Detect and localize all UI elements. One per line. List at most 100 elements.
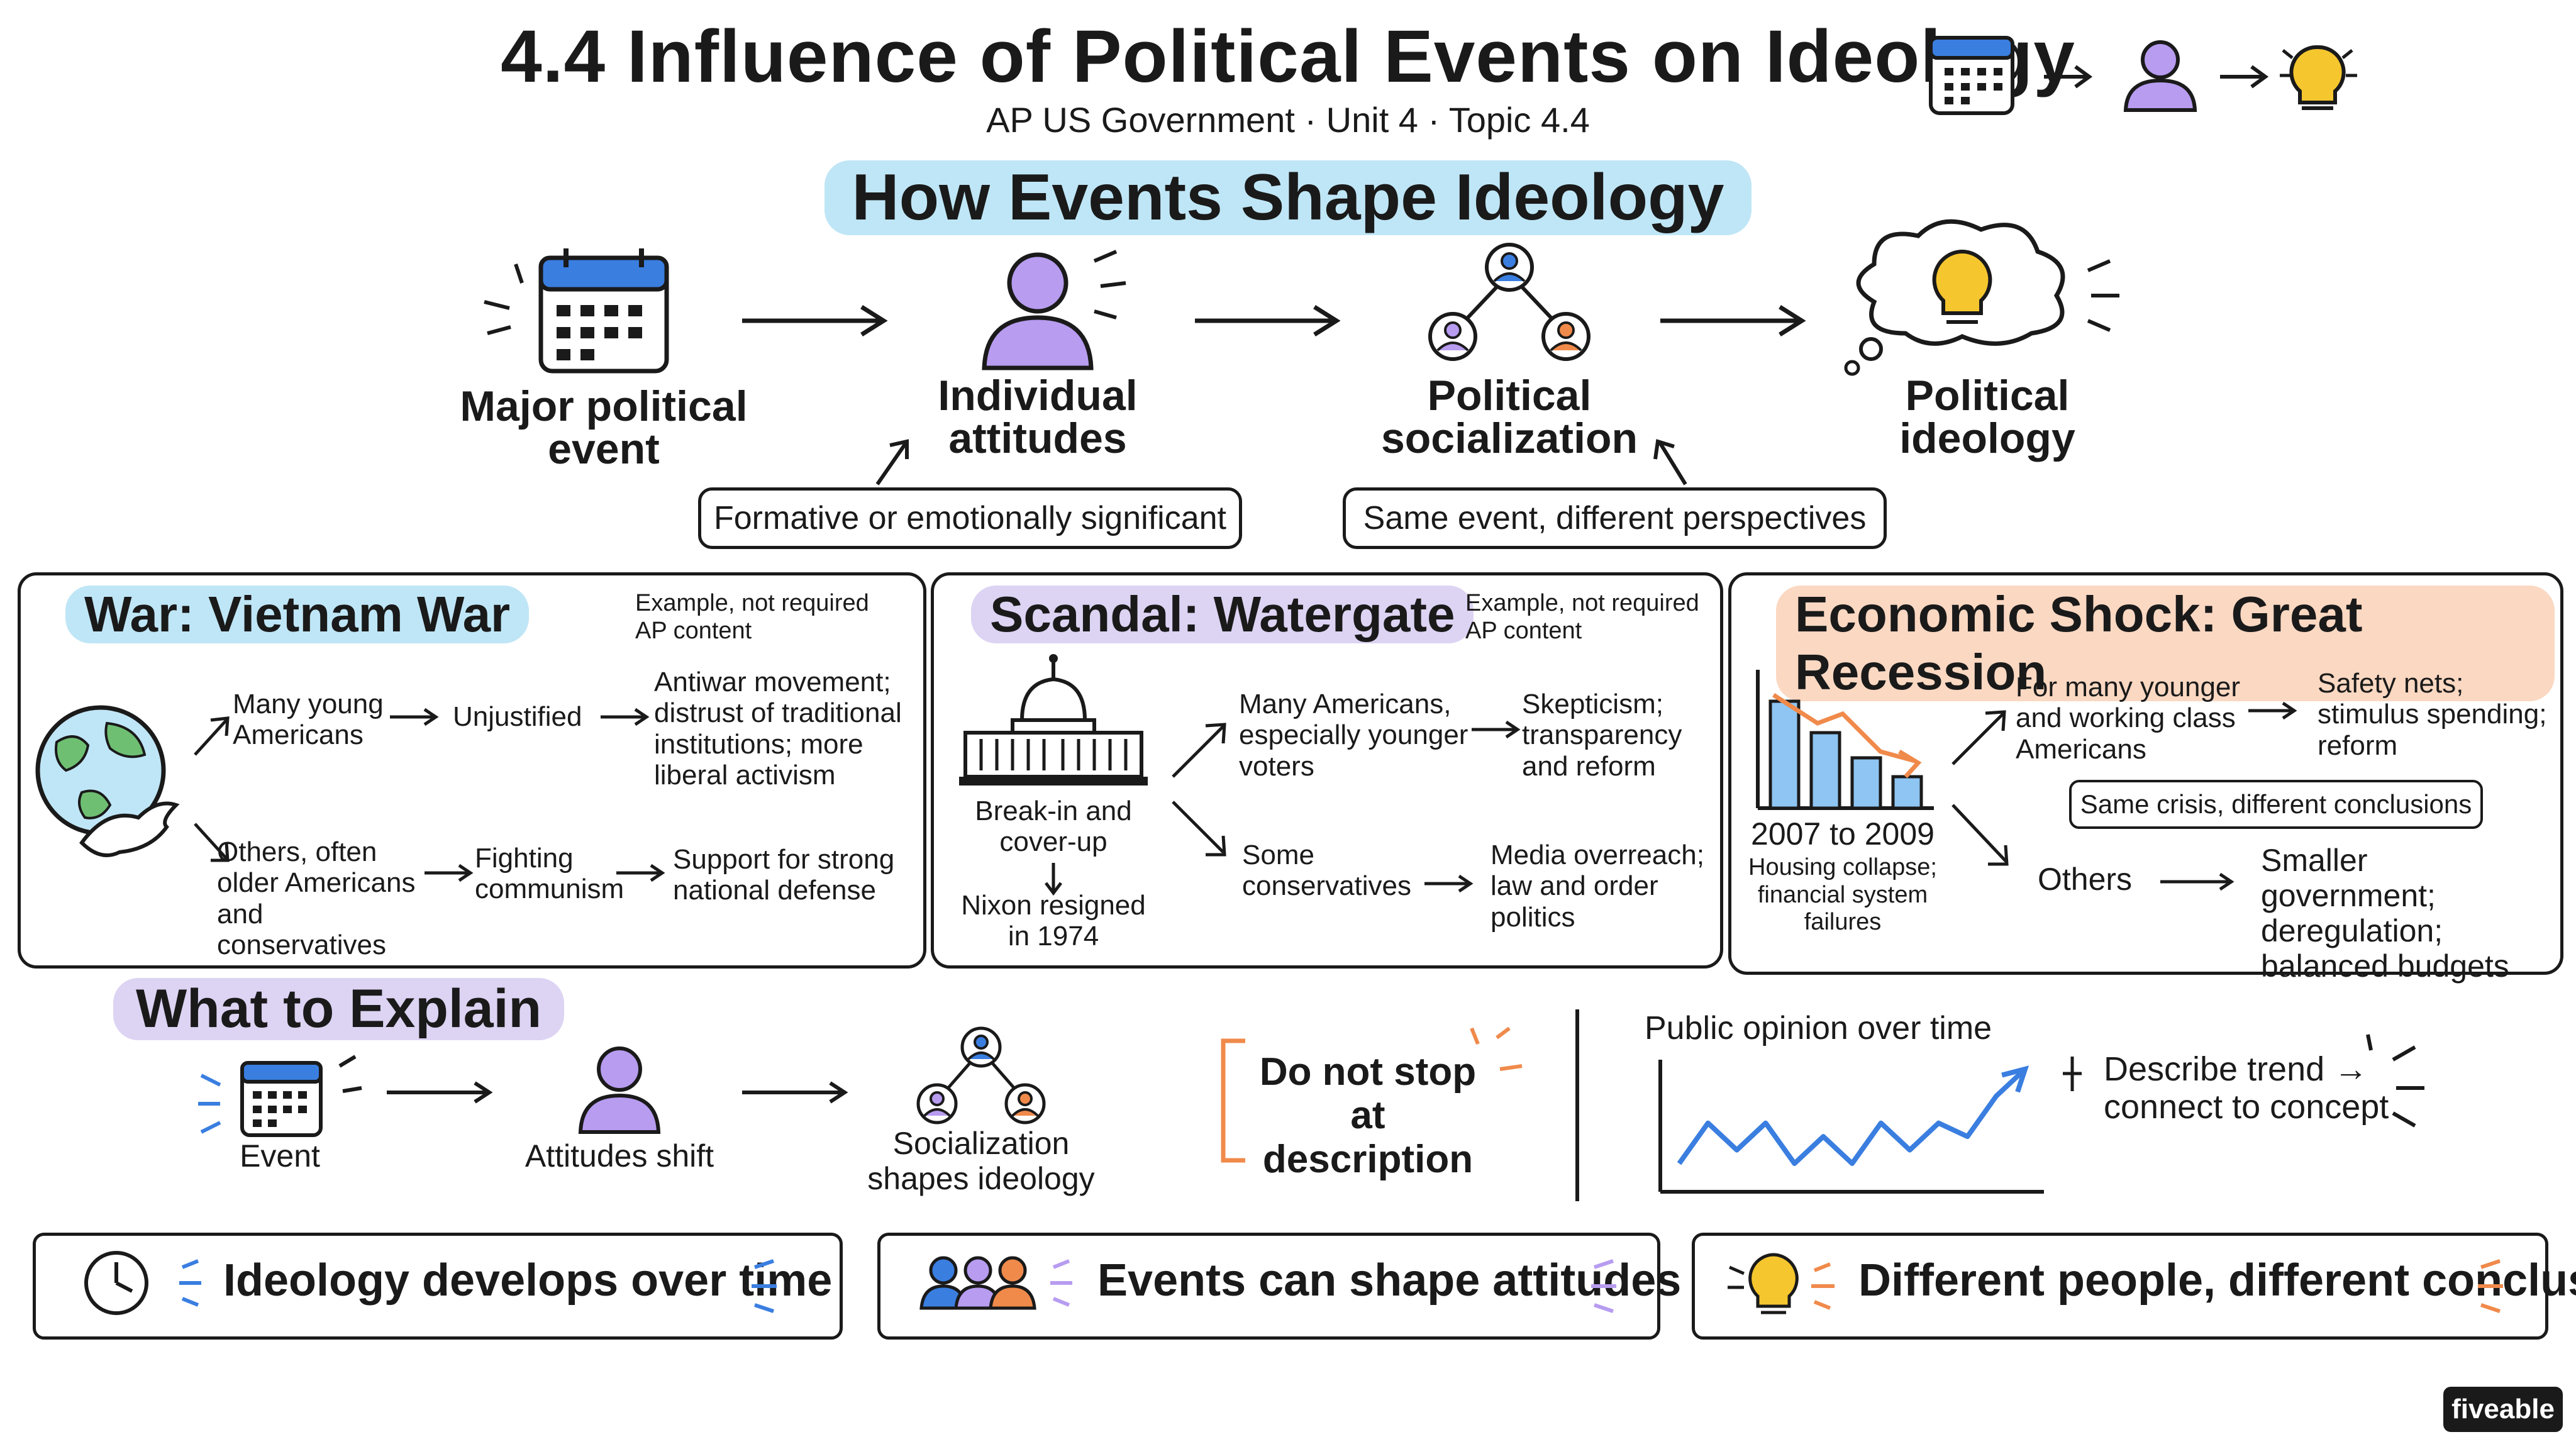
scandal-result: Nixon resigned in 1974 — [961, 890, 1146, 952]
arrow-up-right-icon — [1951, 710, 2006, 765]
page-subtitle: AP US Government · Unit 4 · Topic 4.4 — [986, 100, 1590, 140]
arrow-right-icon — [387, 1081, 493, 1104]
emphasis-lines — [179, 1259, 201, 1307]
emphasis-lines — [2087, 259, 2119, 332]
arrow-right-icon — [616, 863, 665, 882]
dove-icon — [79, 801, 180, 857]
opinion-series-line — [1677, 1067, 2027, 1166]
war-view-unjustified: Unjustified — [453, 701, 582, 732]
flow-step-attitudes: Individual attitudes — [938, 372, 1138, 462]
emphasis-lines — [484, 264, 524, 335]
bracket-shape — [1221, 1038, 1245, 1163]
arrow-up-right-icon — [1172, 723, 1226, 778]
arrow-right-icon — [1195, 305, 1341, 336]
capitol-icon — [959, 654, 1148, 786]
globe-dove-graphic — [35, 705, 180, 857]
economic-outcome-smaller-government: Smaller government; deregulation; balanc… — [2261, 843, 2509, 984]
takeaway-events-graphic — [919, 1256, 1072, 1310]
card-scandal-title: Scandal: Watergate — [950, 582, 1495, 647]
arrow-up-left-icon — [1653, 439, 1687, 486]
emphasis-lines — [752, 1259, 777, 1313]
divider — [1575, 1009, 1579, 1201]
sparkle-icon — [2063, 1057, 2082, 1091]
header-flow-icons — [1929, 36, 2357, 115]
takeaway-conclusions-graphic — [1728, 1253, 1835, 1314]
flow-attitudes-graphic — [982, 250, 1126, 370]
card-war-title: War: Vietnam War — [44, 582, 550, 647]
person-icon — [578, 1046, 661, 1134]
explain-warning: Do not stop at description — [1259, 1050, 1477, 1181]
arrow-right-icon — [1660, 305, 1806, 336]
scandal-outcome-media: Media overreach; law and order politics — [1491, 840, 1704, 933]
takeaway-time-graphic — [84, 1251, 201, 1315]
network-icon — [916, 1026, 1046, 1124]
card-war-disclaimer: Example, not required AP content — [635, 590, 869, 644]
arrow-right-icon — [2220, 65, 2269, 89]
declining-bar-chart-icon — [1756, 670, 1934, 810]
page-title: 4.4 Influence of Political Events on Ide… — [501, 15, 2075, 98]
arrow-right-icon — [601, 708, 650, 726]
emphasis-lines — [2366, 1034, 2424, 1128]
network-icon — [1428, 243, 1591, 361]
note-perspectives: Same event, different perspectives — [1343, 487, 1887, 549]
explain-heading: What to Explain — [113, 978, 564, 1040]
war-group-young: Many young Americans — [233, 689, 384, 751]
arrow-down-right-icon — [1172, 801, 1226, 857]
card-scandal-disclaimer: Example, not required AP content — [1465, 590, 1699, 644]
arrow-right-icon — [742, 305, 888, 336]
emphasis-lines — [1728, 1265, 1745, 1289]
person-icon — [2123, 40, 2197, 112]
emphasis-lines — [1591, 1259, 1616, 1313]
arrow-right-icon — [2248, 701, 2297, 720]
arrow-right-icon — [2160, 872, 2235, 891]
scandal-event: Break-in and cover-up — [975, 796, 1132, 858]
arrow-right-icon — [2044, 65, 2093, 89]
scandal-group-young: Many Americans, especially younger voter… — [1239, 689, 1468, 782]
war-outcome-antiwar: Antiwar movement; distrust of traditiona… — [654, 667, 902, 791]
scandal-group-conservatives: Some conservatives — [1242, 840, 1412, 902]
note-formative: Formative or emotionally significant — [698, 487, 1242, 549]
flow-step-socialization: Political socialization — [1380, 372, 1638, 462]
arrow-up-right-icon — [875, 439, 909, 486]
emphasis-lines — [1811, 1262, 1835, 1310]
economic-group-younger: For many younger and working class Ameri… — [2016, 672, 2241, 765]
chart-title: Public opinion over time — [1645, 1010, 1992, 1046]
war-outcome-defense: Support for strong national defense — [673, 844, 895, 906]
arrow-down-right-icon — [1951, 804, 2009, 866]
war-group-older: Others, often older Americans and conser… — [217, 836, 416, 960]
arrow-down-icon — [1045, 863, 1062, 896]
economic-group-others: Others — [2038, 862, 2133, 897]
flow-event-graphic — [484, 248, 669, 374]
economic-same-crisis-note: Same crisis, different conclusions — [2069, 780, 2483, 829]
card-economic-title: Economic Shock: Great Recession — [1755, 582, 2576, 705]
emphasis-lines — [198, 1074, 221, 1134]
globe-icon — [35, 705, 166, 836]
clock-icon — [84, 1251, 148, 1315]
takeaway-events-text: Events can shape attitudes — [1097, 1255, 1682, 1306]
emphasis-lines — [338, 1055, 362, 1093]
economic-outcome-safety-nets: Safety nets; stimulus spending; reform — [2318, 668, 2547, 761]
flow-step-event: Major political event — [460, 382, 748, 473]
arrow-down-right-icon — [194, 823, 230, 862]
economic-years: 2007 to 2009 — [1751, 816, 1935, 852]
public-opinion-chart — [1658, 1060, 2044, 1194]
emphasis-lines — [1093, 250, 1126, 319]
arrow-right-icon — [1472, 720, 1521, 739]
lightbulb-icon — [2280, 45, 2357, 110]
arrow-right-icon — [425, 863, 474, 882]
lightbulb-icon — [1748, 1253, 1799, 1314]
takeaway-conclusions-text: Different people, different conclusions — [1858, 1255, 2576, 1306]
flow-socialization-graphic — [1428, 243, 1591, 361]
flow-ideology-graphic — [1844, 219, 2119, 376]
emphasis-lines — [1470, 1026, 1523, 1071]
emphasis-lines — [2478, 1259, 2503, 1313]
person-icon — [982, 252, 1094, 370]
scandal-outcome-skepticism: Skepticism; transparency and reform — [1522, 689, 1682, 782]
fiveable-logo[interactable]: fiveable — [2443, 1387, 2563, 1432]
flow-heading: How Events Shape Ideology — [0, 160, 2576, 235]
calendar-icon — [240, 1061, 323, 1137]
economic-caption: Housing collapse; financial system failu… — [1748, 854, 1937, 936]
lightbulb-icon — [1932, 249, 1992, 324]
arrow-right-icon — [742, 1081, 848, 1104]
explain-step-event: Event — [240, 1138, 320, 1174]
